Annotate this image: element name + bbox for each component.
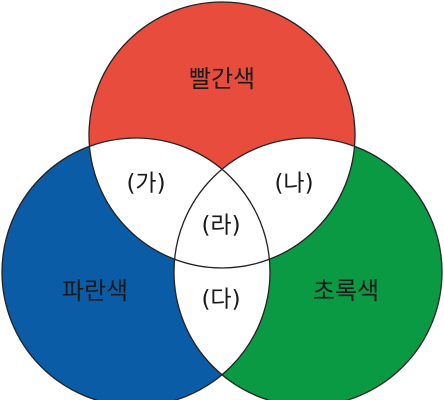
green-set-label: 초록색 — [313, 277, 379, 305]
overlap-blue-green — [174, 138, 270, 400]
red-circle-outline — [88, 1, 356, 269]
blue-circle-outline — [1, 137, 271, 400]
red-set-label: 빨간색 — [189, 65, 255, 93]
region-blue-green-label: (다) — [201, 287, 240, 313]
region-red-green-label: (나) — [274, 171, 313, 197]
region-red-blue-label: (가) — [126, 171, 165, 197]
region-center-label: (라) — [201, 213, 240, 239]
blue-set-label: 파란색 — [62, 277, 128, 305]
green-circle-outline — [173, 137, 443, 400]
